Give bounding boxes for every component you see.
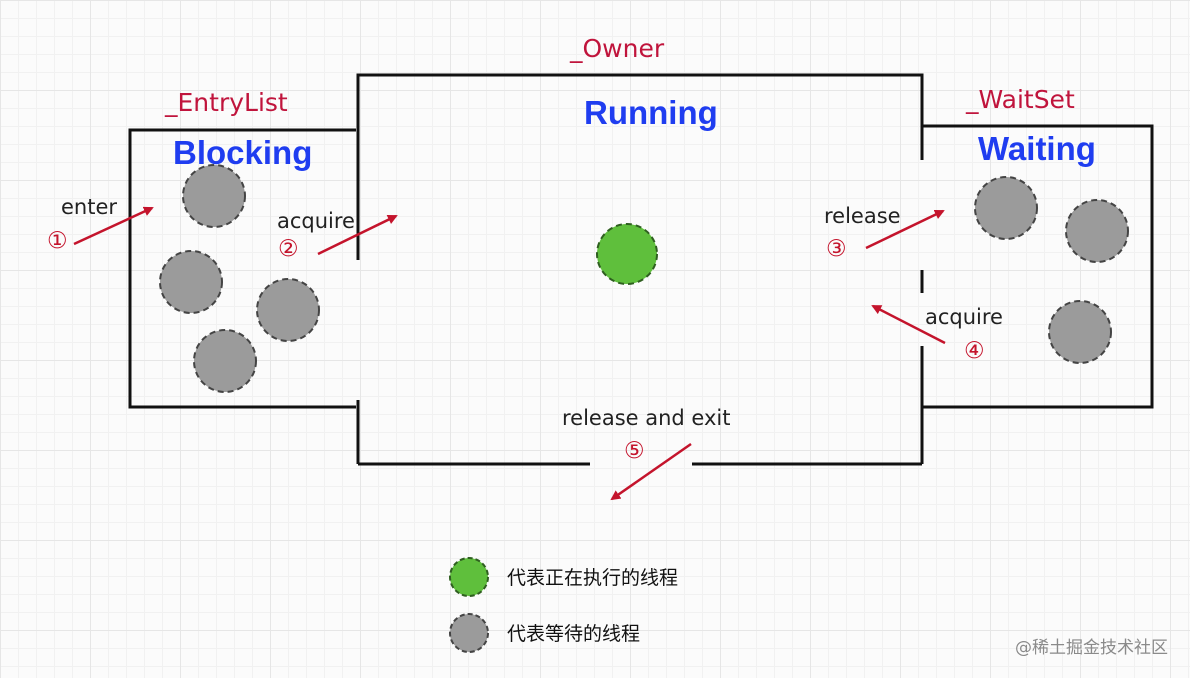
entry-list-threads [159, 164, 320, 393]
waiting-thread-dot [1065, 199, 1129, 263]
wait-set-label: _WaitSet [965, 85, 1075, 114]
blocking-state-label: Blocking [173, 134, 312, 171]
waiting-state-label: Waiting [978, 130, 1096, 167]
arrows [73, 206, 946, 501]
reacquire-arrow [871, 304, 946, 345]
owner-label: _Owner [569, 34, 665, 63]
step-5-label: release and exit [562, 406, 730, 430]
step-3-number: ③ [826, 236, 847, 262]
step-5-number: ⑤ [624, 438, 645, 464]
owner-box [356, 73, 924, 466]
legend-waiting-dot [449, 613, 489, 653]
legend-waiting-label: 代表等待的线程 [507, 623, 640, 645]
entry-list-box [128, 128, 356, 409]
waiting-thread-dot [1048, 300, 1112, 364]
release-arrow [865, 209, 945, 250]
step-2-number: ② [278, 236, 299, 262]
blocked-thread-dot [182, 164, 246, 228]
step-1-number: ① [47, 228, 68, 254]
legend-running-dot [449, 557, 489, 597]
legend-running-label: 代表正在执行的线程 [507, 567, 678, 589]
watermark: @稀土掘金技术社区 [1015, 638, 1168, 658]
enter-arrow [73, 206, 154, 246]
step-4-label: acquire [925, 305, 1003, 329]
blocked-thread-dot [256, 278, 320, 342]
wait-set-threads [974, 176, 1129, 364]
wait-set-box [922, 124, 1154, 409]
waiting-thread-dot [974, 176, 1038, 240]
running-state-label: Running [584, 94, 718, 131]
entry-list-label: _EntryList [164, 88, 288, 117]
blocked-thread-dot [193, 329, 257, 393]
running-thread-dot [596, 223, 658, 285]
acquire-arrow [317, 214, 398, 256]
legend: 代表正在执行的线程 代表等待的线程 [449, 557, 678, 653]
step-4-number: ④ [964, 338, 985, 364]
blocked-thread-dot [159, 250, 223, 314]
step-3-label: release [824, 204, 901, 228]
release-exit-arrow [610, 442, 692, 501]
step-2-label: acquire [277, 209, 355, 233]
step-1-label: enter [61, 195, 117, 219]
